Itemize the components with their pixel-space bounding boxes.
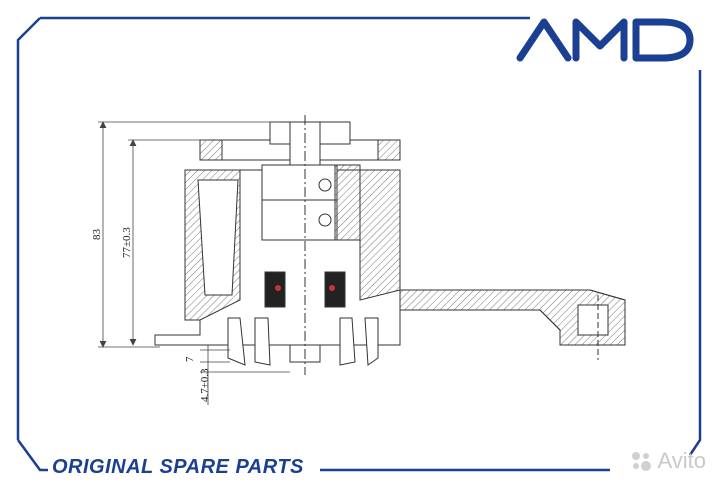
dimension-77: 77±0.3 [121,227,133,258]
watermark-text: Avito [657,448,706,473]
dimension-lines [98,121,290,405]
dimension-83: 83 [91,229,103,240]
footer-tagline: ORIGINAL SPARE PARTS [52,456,304,478]
avito-watermark: Avito [629,448,706,474]
avito-icon [632,452,652,471]
dimension-4-7: 4.7±0.3 [199,368,211,402]
pump-cross-section [154,115,626,375]
amd-logo [516,18,694,62]
dimension-7: 7 [184,356,196,363]
